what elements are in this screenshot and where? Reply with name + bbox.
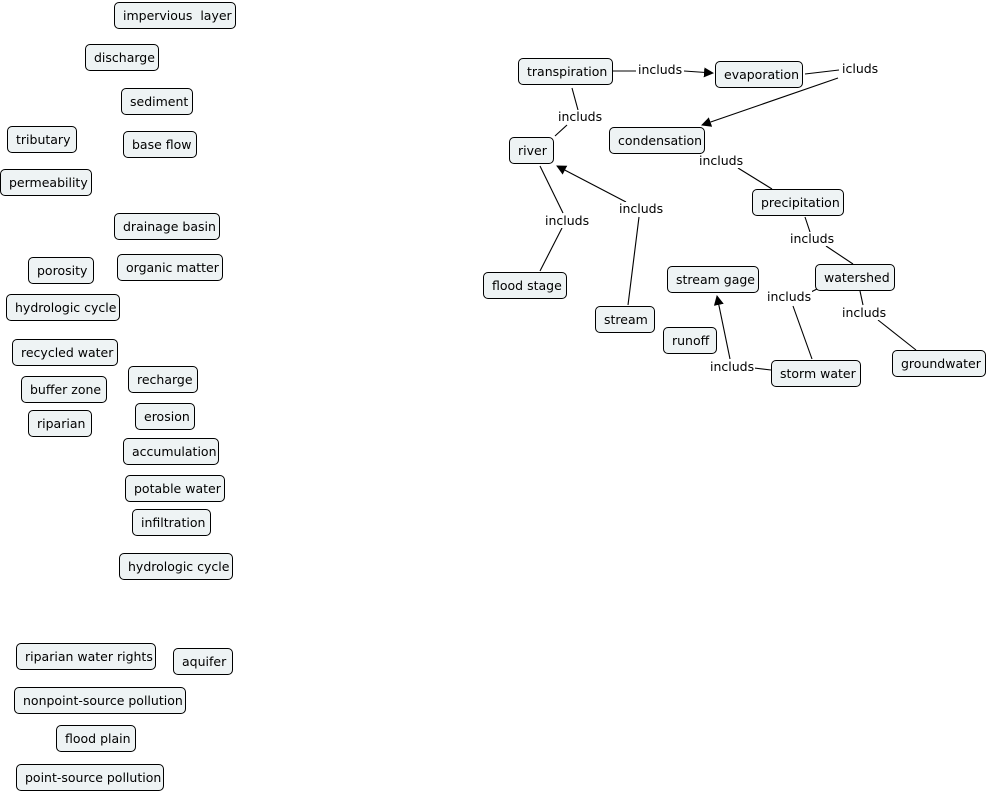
concept-riparian-water-rights[interactable]: riparian water rights bbox=[16, 643, 156, 670]
link-icluds-to-condensation bbox=[701, 77, 839, 127]
concept-aquifer[interactable]: aquifer bbox=[173, 648, 233, 675]
concept-infiltration[interactable]: infiltration bbox=[132, 509, 211, 536]
link-includs-to-storm-water bbox=[792, 305, 813, 360]
link-includs-to-watershed bbox=[825, 245, 854, 265]
concept-evaporation[interactable]: evaporation bbox=[715, 61, 803, 88]
concept-condensation[interactable]: condensation bbox=[609, 127, 705, 154]
concept-recharge[interactable]: recharge bbox=[128, 366, 198, 393]
concept-river[interactable]: river bbox=[509, 137, 554, 164]
concept-nonpoint-source-pollution[interactable]: nonpoint-source pollution bbox=[14, 687, 186, 714]
link-label-stream-river[interactable]: includs bbox=[618, 201, 665, 216]
link-storm-water-to-includs bbox=[753, 367, 772, 371]
link-label-evaporation-condensation[interactable]: icluds bbox=[841, 61, 880, 76]
link-includs-to-precipitation bbox=[737, 167, 773, 190]
concept-point-source-pollution[interactable]: point-source pollution bbox=[16, 764, 164, 791]
link-includs-to-river-2 bbox=[556, 165, 627, 203]
link-stream-to-includs bbox=[627, 216, 640, 306]
concept-stream-gage[interactable]: stream gage bbox=[667, 266, 759, 293]
concept-hydrologic-cycle[interactable]: hydrologic cycle bbox=[6, 294, 120, 321]
link-label-transpiration-evaporation[interactable]: includs bbox=[637, 62, 684, 77]
concept-storm-water[interactable]: storm water bbox=[771, 360, 861, 387]
concept-buffer-zone[interactable]: buffer zone bbox=[21, 376, 107, 403]
concept-precipitation[interactable]: precipitation bbox=[752, 189, 844, 216]
concept-erosion[interactable]: erosion bbox=[135, 403, 195, 430]
link-includs-to-flood-stage bbox=[539, 227, 563, 272]
link-transpiration-to-includs-2 bbox=[571, 87, 579, 111]
concept-tributary[interactable]: tributary bbox=[7, 126, 77, 153]
link-label-storm-water-stream-gage[interactable]: includs bbox=[709, 359, 756, 374]
link-label-watershed-groundwater[interactable]: includs bbox=[841, 305, 888, 320]
concept-accumulation[interactable]: accumulation bbox=[123, 438, 219, 465]
concept-flood-plain[interactable]: flood plain bbox=[56, 725, 136, 752]
link-evaporation-to-icluds bbox=[804, 69, 840, 75]
concept-permeability[interactable]: permeability bbox=[0, 169, 92, 196]
concept-potable-water[interactable]: potable water bbox=[125, 475, 225, 502]
concept-watershed[interactable]: watershed bbox=[815, 264, 895, 291]
concept-discharge[interactable]: discharge bbox=[85, 44, 159, 71]
concept-flood-stage[interactable]: flood stage bbox=[483, 272, 567, 299]
link-includs-to-evaporation bbox=[683, 67, 714, 78]
concept-stream[interactable]: stream bbox=[595, 306, 655, 333]
concept-base-flow[interactable]: base flow bbox=[123, 131, 197, 158]
concept-sediment[interactable]: sediment bbox=[121, 88, 193, 115]
link-river-to-includs bbox=[539, 165, 564, 214]
link-label-river-flood-stage[interactable]: includs bbox=[544, 213, 591, 228]
link-includs-to-groundwater bbox=[877, 319, 917, 351]
concept-runoff[interactable]: runoff bbox=[663, 327, 717, 354]
concept-recycled-water[interactable]: recycled water bbox=[12, 339, 118, 366]
concept-organic-matter[interactable]: organic matter bbox=[117, 254, 223, 281]
concept-impervious-layer[interactable]: impervious layer bbox=[114, 2, 236, 29]
link-label-transpiration-river[interactable]: includs bbox=[557, 109, 604, 124]
link-label-watershed-storm-water[interactable]: includs bbox=[766, 289, 813, 304]
concept-riparian[interactable]: riparian bbox=[28, 410, 92, 437]
concept-groundwater[interactable]: groundwater bbox=[892, 350, 986, 377]
link-includs-to-river bbox=[554, 124, 568, 137]
link-precipitation-to-includs bbox=[804, 216, 811, 233]
link-label-precipitation-watershed[interactable]: includs bbox=[789, 231, 836, 246]
link-watershed-to-includs-2 bbox=[859, 290, 864, 306]
concept-hydrologic-cycle-2[interactable]: hydrologic cycle bbox=[119, 553, 233, 580]
link-includs-to-stream-gage bbox=[713, 295, 731, 360]
link-label-condensation-precipitation[interactable]: includs bbox=[698, 153, 745, 168]
concept-drainage-basin[interactable]: drainage basin bbox=[114, 213, 220, 240]
concept-transpiration[interactable]: transpiration bbox=[518, 58, 613, 85]
concept-porosity[interactable]: porosity bbox=[28, 257, 94, 284]
